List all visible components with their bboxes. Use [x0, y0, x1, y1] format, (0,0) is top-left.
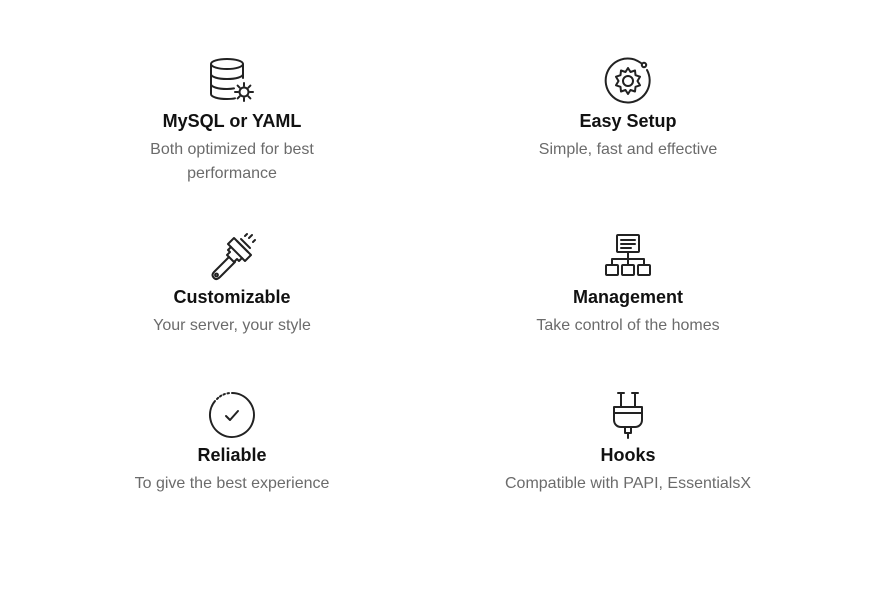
feature-title: Reliable [197, 445, 267, 465]
feature-title: Management [572, 287, 684, 307]
feature-description: Both optimized for best performance [150, 141, 314, 182]
feature-title: Easy Setup [579, 111, 677, 131]
database-gear-icon [207, 56, 257, 106]
feature-easy-setup: Easy Setup Simple, fast and effective [478, 56, 778, 162]
paint-brush-icon [207, 232, 257, 282]
feature-description: Compatible with PAPI, EssentialsX [504, 475, 752, 492]
feature-mysql-yaml: MySQL or YAML Both optimized for best pe… [82, 56, 382, 186]
feature-title: MySQL or YAML [162, 111, 302, 131]
gear-icon [603, 56, 653, 106]
feature-description: To give the best experience [134, 475, 330, 492]
feature-description: Your server, your style [153, 317, 311, 334]
feature-management: Management Take control of the homes [478, 232, 778, 338]
feature-hooks: Hooks Compatible with PAPI, EssentialsX [478, 390, 778, 496]
plug-icon [603, 390, 653, 440]
feature-customizable: Customizable Your server, your style [82, 232, 382, 338]
hierarchy-icon [603, 232, 653, 282]
feature-title: Hooks [600, 445, 656, 465]
feature-description: Simple, fast and effective [538, 141, 718, 158]
check-circle-icon [207, 390, 257, 440]
feature-title: Customizable [173, 287, 291, 307]
feature-description: Take control of the homes [536, 317, 720, 334]
feature-reliable: Reliable To give the best experience [82, 390, 382, 496]
